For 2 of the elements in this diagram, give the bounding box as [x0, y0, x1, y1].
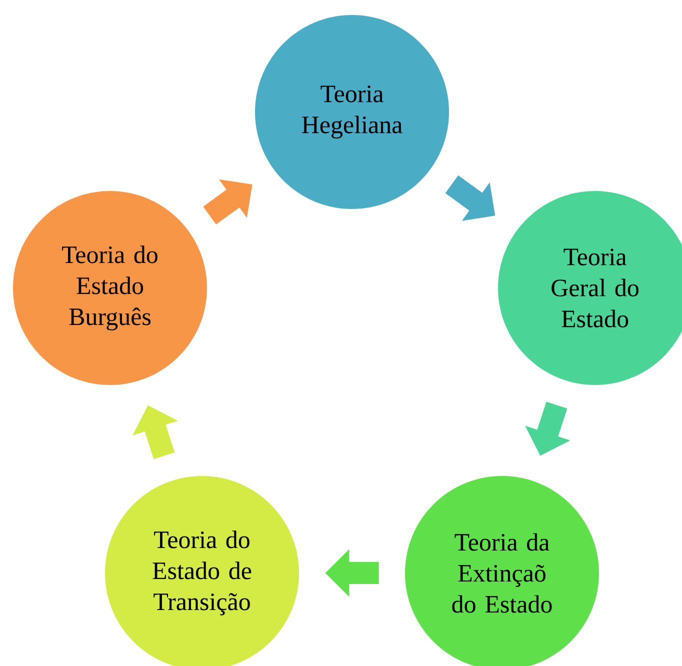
- circle-node: Teoria Hegeliana: [255, 15, 449, 209]
- circle-node: Teoria do Estado Burguês: [13, 191, 207, 385]
